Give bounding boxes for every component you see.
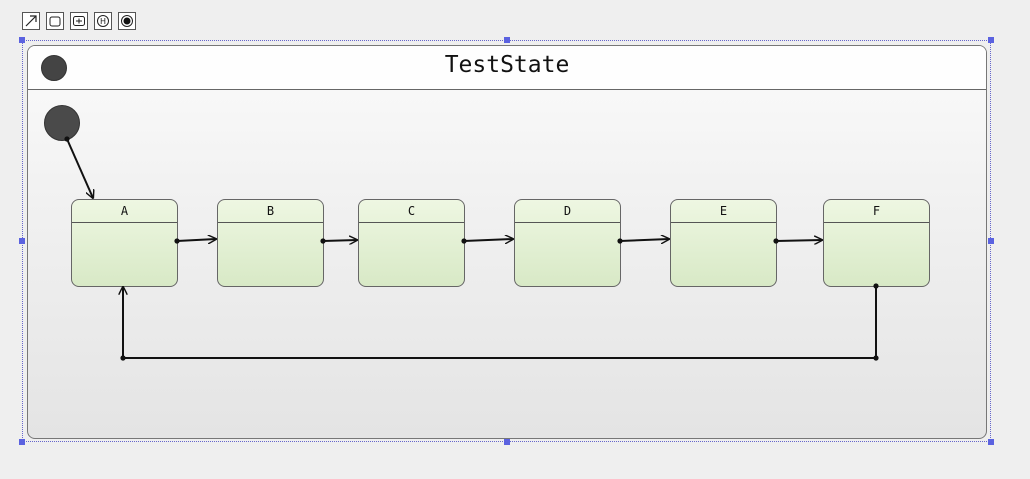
state-e[interactable]: E (670, 199, 777, 287)
resize-handle-bottom[interactable] (504, 439, 510, 445)
composite-state-title: TestState (444, 52, 570, 78)
state-tool[interactable] (46, 12, 64, 30)
entry-exit-icon (73, 16, 85, 26)
final-state-tool[interactable] (118, 12, 136, 30)
state-b-label: B (218, 200, 323, 223)
transition-arrow-tool[interactable] (22, 12, 40, 30)
transition-arrow-icon (25, 15, 37, 27)
resize-handle-right[interactable] (988, 238, 994, 244)
entry-exit-tool[interactable] (70, 12, 88, 30)
composite-state-header: TestState (28, 46, 986, 90)
state-c-label: C (359, 200, 464, 223)
resize-handle-top[interactable] (504, 37, 510, 43)
state-a-label: A (72, 200, 177, 223)
final-state-icon (121, 15, 133, 27)
resize-handle-top-right[interactable] (988, 37, 994, 43)
initial-state[interactable] (44, 105, 80, 141)
state-d-label: D (515, 200, 620, 223)
svg-text:H: H (100, 17, 106, 26)
resize-handle-bottom-left[interactable] (19, 439, 25, 445)
state-f-label: F (824, 200, 929, 223)
state-icon (49, 16, 61, 27)
history-tool[interactable]: H (94, 12, 112, 30)
resize-handle-left[interactable] (19, 238, 25, 244)
resize-handle-bottom-right[interactable] (988, 439, 994, 445)
state-a[interactable]: A (71, 199, 178, 287)
state-c[interactable]: C (358, 199, 465, 287)
history-icon: H (97, 15, 109, 27)
composite-state-frame[interactable]: TestState A B C D E F (27, 45, 987, 439)
state-f[interactable]: F (823, 199, 930, 287)
state-marker-icon (41, 55, 67, 81)
state-d[interactable]: D (514, 199, 621, 287)
state-b[interactable]: B (217, 199, 324, 287)
resize-handle-top-left[interactable] (19, 37, 25, 43)
state-e-label: E (671, 200, 776, 223)
